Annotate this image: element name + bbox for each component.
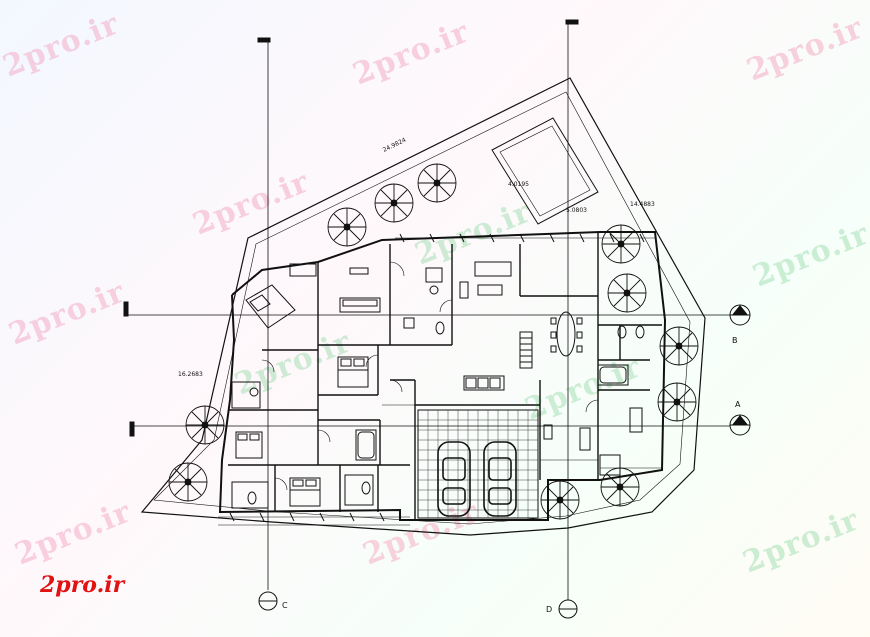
dimension-label: 24.9824 (382, 137, 408, 154)
dining-table-icon (556, 311, 576, 357)
sofa-icon (474, 261, 512, 277)
dimension-ticks (229, 233, 645, 522)
section-cut-mark (123, 301, 129, 317)
sofa-icon (339, 297, 381, 313)
bathroom-fixtures (231, 381, 261, 409)
bathtub-icon (355, 429, 377, 461)
tree-icon (327, 207, 367, 247)
brand-logo-text: 2pro.ir (40, 572, 125, 598)
car-icon (437, 441, 471, 517)
tree-icon (607, 273, 647, 313)
pool-outline (491, 117, 599, 225)
dimension-label: 5.0803 (566, 207, 587, 214)
furniture (231, 261, 645, 509)
bed-icon (245, 284, 296, 329)
sofa-icon (463, 375, 505, 391)
tree-icon (600, 467, 640, 507)
dimension-label: 14.4883 (630, 201, 655, 208)
chair-icon (429, 285, 439, 295)
site-boundary (140, 77, 706, 536)
tree-icon (601, 224, 641, 264)
tree-icon (374, 183, 414, 223)
tree-icon (659, 326, 699, 366)
tree-icon (540, 480, 580, 520)
tree-icon (657, 382, 697, 422)
planter-icon (289, 263, 317, 277)
section-marker-label: A (735, 400, 741, 409)
dimension-lines (218, 237, 662, 526)
dimension-label: 16.2683 (178, 371, 203, 378)
toilet-icon (247, 491, 257, 505)
section-marker-label: D (546, 605, 552, 614)
toilet-icon (435, 321, 445, 335)
coffee-table-icon (477, 284, 503, 296)
dimension-label: 4.0195 (508, 181, 529, 188)
section-marker-label: B (732, 336, 738, 345)
car-icon (483, 441, 517, 517)
section-cut-mark (257, 37, 271, 43)
bed-icon (235, 431, 263, 459)
tree-icon (417, 163, 457, 203)
tree-icon (185, 405, 225, 445)
building-outline (218, 231, 667, 521)
bed-icon (337, 356, 369, 388)
section-cut-mark (565, 19, 579, 25)
desk-icon (425, 267, 443, 283)
interior-walls (228, 232, 662, 520)
tree-icon (168, 462, 208, 502)
toilet-icon (617, 325, 627, 339)
bed-icon (289, 477, 321, 507)
toilet-icon (361, 481, 371, 495)
garage-floor-grid (417, 409, 539, 519)
bathtub-icon (597, 364, 629, 386)
section-cut-mark (129, 421, 135, 437)
section-marker-label: C (282, 601, 288, 610)
door-swings (261, 261, 599, 491)
tree-symbols (168, 163, 699, 520)
toilet-icon (635, 325, 645, 339)
kitchen-counter (629, 407, 643, 433)
